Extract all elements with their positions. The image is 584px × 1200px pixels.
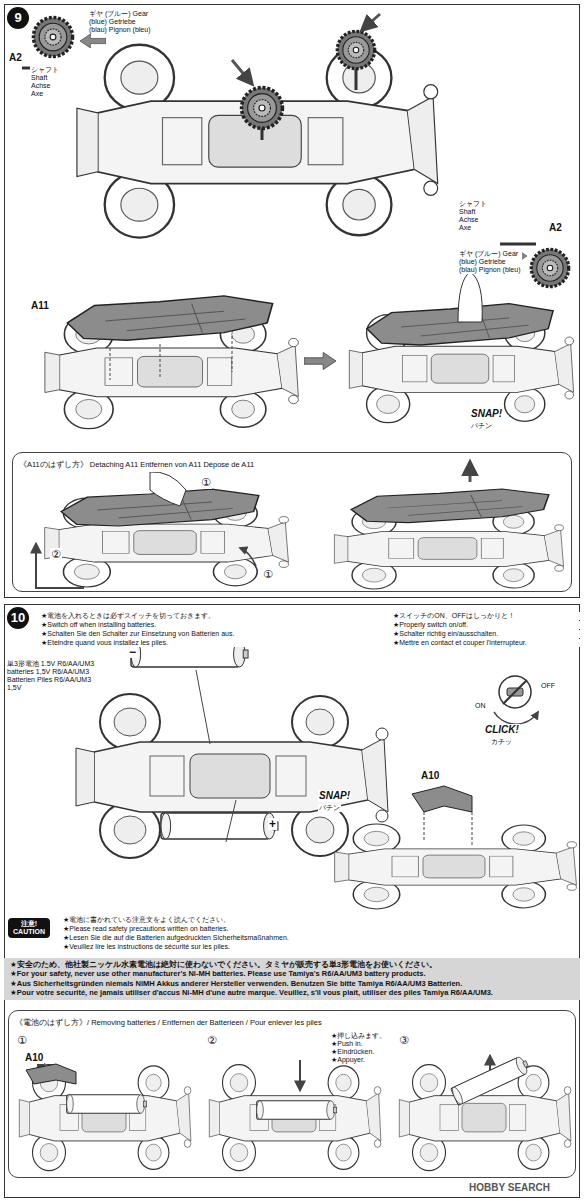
- assembly-arrow: [299, 1060, 301, 1090]
- callout-number: ①: [262, 568, 274, 581]
- note-text: OFF: [540, 682, 556, 690]
- switch: [499, 676, 531, 708]
- polarity-mark: +: [268, 818, 277, 830]
- note-text: パチン: [470, 422, 493, 430]
- assembly-arrow: [304, 352, 336, 369]
- sound-word: SNAP!: [318, 790, 351, 802]
- battery: [67, 641, 531, 1119]
- warning-text: ★安全のため、他社製ニッケル水素電池は絶対に使わないでください。タミヤが販売する…: [10, 960, 574, 969]
- caution-badge: 注意! CAUTION: [8, 918, 50, 938]
- note-text: ギヤ (ブルー) Gear (blue) Getriebe (blau) Pig…: [458, 250, 522, 274]
- body-cover: [351, 489, 549, 523]
- body-cover: [61, 296, 553, 526]
- battery-holder: [412, 786, 472, 812]
- gear-part: [242, 88, 283, 129]
- sound-word: CLICK!: [484, 724, 520, 736]
- chassis-drawing: [335, 824, 577, 909]
- note-text: シャフト Shaft Achse Axe: [458, 200, 490, 232]
- note-text: シャフト Shaft Achse Axe: [30, 66, 62, 98]
- warning-text: ★For your safety, never use other manufa…: [10, 969, 574, 978]
- chassis-drawing: [19, 45, 576, 1171]
- gear-part: [33, 17, 72, 56]
- note-text: ★Schalter richtig ein/ausschalten.: [392, 630, 580, 638]
- part-number: A2: [8, 52, 23, 64]
- note-text: ★Properly switch on/off.: [392, 621, 580, 629]
- battery: [257, 1101, 337, 1120]
- watermark: HOBBY SEARCH: [468, 1182, 551, 1194]
- note-text: ★電池を入れるときは必ずスイッチを切っておきます。: [40, 612, 382, 620]
- assembly-arrow: [232, 60, 252, 84]
- assembly-arrow: [36, 544, 84, 588]
- chassis-drawing: [19, 1065, 191, 1171]
- battery: [451, 1055, 531, 1106]
- detail-box: 《電池のはずし方》/ Removing batteries / Entferne…: [8, 1010, 576, 1178]
- part-number: A10: [24, 1052, 44, 1064]
- part-number: A10: [420, 770, 440, 782]
- callout-number: ③: [398, 1034, 410, 1047]
- box-heading: 《電池のはずし方》/ Removing batteries / Entferne…: [9, 1015, 328, 1030]
- callout-number: ②: [206, 1034, 218, 1047]
- warning-text: ★Aus Sicherheitsgründen niemals NiMH Akk…: [10, 979, 574, 988]
- polarity-mark: −: [128, 646, 137, 658]
- note-text: ★Schalten Sie den Schalter zur Einsetzun…: [40, 630, 382, 638]
- sound-word: SNAP!: [470, 408, 503, 420]
- step-number: 10: [7, 607, 29, 629]
- battery: [161, 813, 278, 839]
- finger: [458, 272, 482, 322]
- chassis-drawing: [209, 1065, 381, 1171]
- step-panel: 9 《A11のはずし方》 Detaching A11 Entfernen von …: [4, 4, 580, 598]
- assembly-arrow: [240, 548, 256, 566]
- note-text: ★Lesen Sie die auf die Batterien aufgedr…: [62, 934, 564, 942]
- warning-text: ★Pour votre securité, ne jamais utiliser…: [10, 988, 574, 997]
- step-panel: 10 注意! CAUTION ★安全のため、他社製ニッケル水素電池は絶対に使わないで…: [4, 604, 580, 1198]
- note-text: ★押し込みます。 ★Push in. ★Eindrücken. ★Appuyer…: [330, 1032, 388, 1064]
- part-number: A2: [548, 222, 563, 234]
- note-text: パチン: [318, 804, 341, 812]
- step-number: 9: [7, 7, 29, 29]
- body-cover: [67, 296, 272, 340]
- switch: [499, 676, 531, 708]
- chassis-drawing: [77, 45, 438, 238]
- note-text: ギヤ (ブルー) Gear (blue) Getriebe (blau) Pig…: [88, 10, 152, 34]
- note-text: ★Switch off when installing batteries.: [40, 621, 382, 629]
- note-text: ON: [474, 702, 487, 710]
- part-number: A11: [30, 300, 50, 312]
- switch: [503, 680, 527, 704]
- assembly-arrow: [494, 712, 538, 724]
- note-text: ★Veuillez lire les instructions de sécur…: [62, 943, 564, 951]
- gear-part: [531, 249, 568, 286]
- note-text: ★Mettre en contact et couper l'interrupt…: [392, 639, 580, 647]
- note-text: ★スイッチのON、OFFはしっかりと！: [392, 612, 580, 620]
- battery-holder: [424, 812, 472, 846]
- gear-part: [337, 31, 374, 68]
- gear-part: [22, 17, 569, 286]
- battery: [196, 670, 236, 842]
- warning-band: ★安全のため、他社製ニッケル水素電池は絶対に使わないでください。タミヤが販売する…: [4, 958, 580, 1000]
- detail-box: 《A11のはずし方》 Detaching A11 Entfernen von A…: [12, 452, 572, 592]
- assembly-arrow: [80, 34, 106, 48]
- note-text: カチッ: [490, 738, 513, 746]
- assembly-arrow: [362, 14, 380, 30]
- note-text: ★Eteindre quand vous installez les piles…: [40, 639, 382, 647]
- note-text: ★電池に書かれている注意文をよく読んでください。: [62, 916, 564, 924]
- callout-number: ①: [200, 476, 212, 489]
- battery-holder: [26, 1064, 76, 1084]
- body-cover: [110, 336, 232, 380]
- finger: [150, 472, 186, 506]
- chassis-drawing: [76, 694, 388, 858]
- caution-text: 注意! CAUTION: [11, 920, 47, 936]
- box-heading: 《A11のはずし方》 Detaching A11 Entfernen von A…: [13, 457, 260, 472]
- callout-number: ②: [50, 548, 62, 561]
- gear-part: [500, 243, 536, 246]
- callout-number: ①: [16, 1034, 28, 1047]
- note-text: ★Please read safety precautions written …: [62, 925, 564, 933]
- assembly-arrow: [469, 462, 472, 482]
- note-text: 単3形電池 1.5V R6/AA/UM3 batteries 1,5V R6/A…: [6, 660, 108, 692]
- battery: [67, 1095, 147, 1114]
